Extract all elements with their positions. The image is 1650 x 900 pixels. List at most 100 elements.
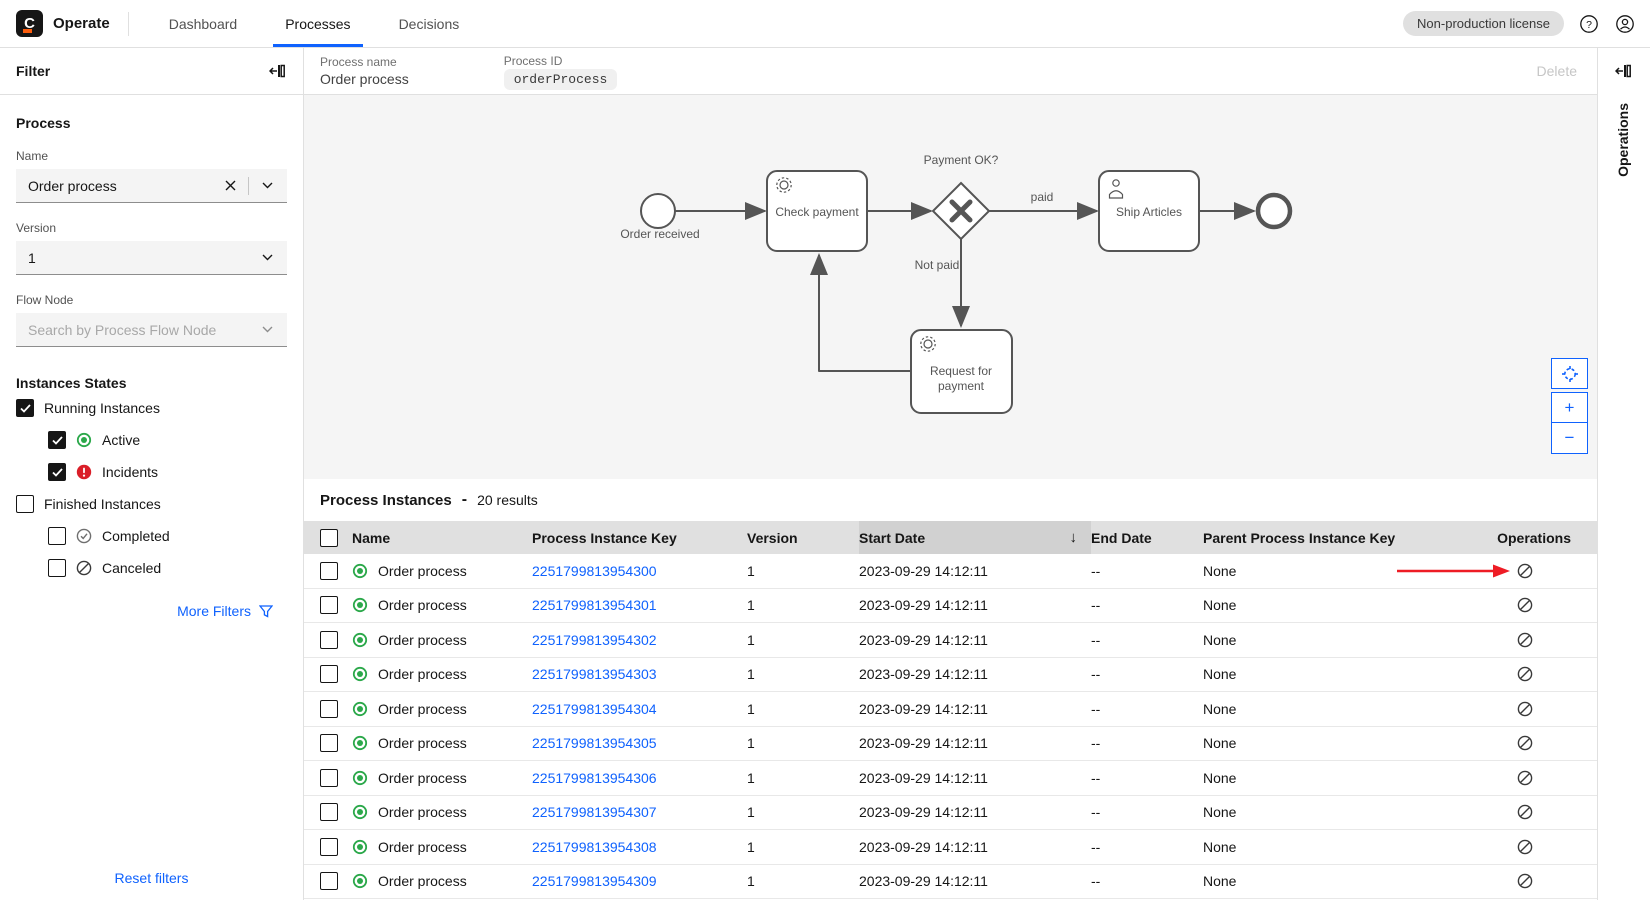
- active-state-icon: [352, 597, 368, 613]
- row-checkbox[interactable]: [320, 872, 338, 890]
- filter-canceled: Canceled: [48, 553, 287, 583]
- help-icon[interactable]: ?: [1578, 13, 1600, 35]
- column-header-key[interactable]: Process Instance Key: [532, 521, 747, 554]
- column-header-name[interactable]: Name: [352, 521, 532, 554]
- chevron-down-icon[interactable]: [259, 250, 275, 266]
- row-checkbox[interactable]: [320, 596, 338, 614]
- select-all-checkbox[interactable]: [320, 529, 338, 547]
- bpmn-diagram-canvas[interactable]: Order received Check payment Payment OK?: [304, 95, 1597, 479]
- version-value: 1: [28, 250, 259, 266]
- delete-button[interactable]: Delete: [1537, 63, 1581, 79]
- canceled-checkbox[interactable]: [48, 559, 66, 577]
- app-brand: C Operate: [0, 0, 128, 47]
- instance-start-date: 2023-09-29 14:12:11: [859, 597, 1091, 613]
- filter-panel-title: Filter: [16, 63, 50, 79]
- running-instances-checkbox[interactable]: [16, 399, 34, 417]
- instance-key-link[interactable]: 2251799813954308: [532, 839, 657, 855]
- tab-processes[interactable]: Processes: [261, 0, 374, 47]
- row-checkbox[interactable]: [320, 734, 338, 752]
- cancel-operation-icon[interactable]: [1517, 597, 1533, 613]
- table-row: Order process 2251799813954308 1 2023-09…: [304, 830, 1597, 865]
- column-header-version[interactable]: Version: [747, 521, 859, 554]
- operations-collapsed-panel: Operations: [1598, 48, 1648, 900]
- zoom-in-button[interactable]: +: [1551, 392, 1588, 423]
- column-header-end-date[interactable]: End Date: [1091, 521, 1203, 554]
- active-state-icon: [352, 632, 368, 648]
- process-name-combobox[interactable]: Order process: [16, 169, 287, 203]
- end-event[interactable]: [1258, 195, 1290, 227]
- row-checkbox[interactable]: [320, 803, 338, 821]
- instance-name: Order process: [378, 735, 467, 751]
- instance-parent-key: None: [1203, 735, 1463, 751]
- row-checkbox[interactable]: [320, 562, 338, 580]
- active-state-icon: [352, 873, 368, 889]
- instance-version: 1: [747, 563, 859, 579]
- column-header-parent-key[interactable]: Parent Process Instance Key: [1203, 521, 1463, 554]
- instance-key-link[interactable]: 2251799813954309: [532, 873, 657, 889]
- active-checkbox[interactable]: [48, 431, 66, 449]
- input-divider: [248, 177, 249, 195]
- reset-filters-button[interactable]: Reset filters: [0, 870, 303, 886]
- instance-end-date: --: [1091, 666, 1203, 682]
- finished-instances-checkbox[interactable]: [16, 495, 34, 513]
- cancel-operation-icon[interactable]: [1517, 632, 1533, 648]
- more-filters-button[interactable]: More Filters: [16, 603, 287, 619]
- instance-key-link[interactable]: 2251799813954306: [532, 770, 657, 786]
- expand-operations-panel-icon[interactable]: [1613, 61, 1633, 81]
- tab-dashboard[interactable]: Dashboard: [145, 0, 262, 47]
- instance-key-link[interactable]: 2251799813954302: [532, 632, 657, 648]
- instance-start-date: 2023-09-29 14:12:11: [859, 632, 1091, 648]
- instance-parent-key: None: [1203, 597, 1463, 613]
- row-checkbox[interactable]: [320, 769, 338, 787]
- sequence-flow-loop: [819, 255, 911, 371]
- instance-key-link[interactable]: 2251799813954305: [532, 735, 657, 751]
- cancel-operation-icon[interactable]: [1517, 563, 1533, 579]
- instance-parent-key: None: [1203, 804, 1463, 820]
- cancel-operation-icon[interactable]: [1517, 735, 1533, 751]
- start-event-order-received[interactable]: [641, 194, 675, 228]
- cancel-operation-icon[interactable]: [1517, 666, 1533, 682]
- start-event-label: Order received: [620, 227, 699, 241]
- reset-view-icon: [1561, 365, 1579, 383]
- chevron-down-icon[interactable]: [259, 322, 275, 338]
- instance-start-date: 2023-09-29 14:12:11: [859, 666, 1091, 682]
- instance-key-link[interactable]: 2251799813954301: [532, 597, 657, 613]
- completed-checkbox[interactable]: [48, 527, 66, 545]
- instance-name: Order process: [378, 632, 467, 648]
- flow-node-field-label: Flow Node: [16, 293, 287, 307]
- row-checkbox[interactable]: [320, 838, 338, 856]
- active-state-icon: [352, 804, 368, 820]
- version-select[interactable]: 1: [16, 241, 287, 275]
- instance-key-link[interactable]: 2251799813954307: [532, 804, 657, 820]
- process-id-chip: orderProcess: [504, 69, 618, 90]
- cancel-operation-icon[interactable]: [1517, 804, 1533, 820]
- table-row: Order process 2251799813954304 1 2023-09…: [304, 692, 1597, 727]
- filter-completed: Completed: [48, 521, 287, 551]
- instance-key-link[interactable]: 2251799813954303: [532, 666, 657, 682]
- instance-end-date: --: [1091, 597, 1203, 613]
- instance-start-date: 2023-09-29 14:12:11: [859, 804, 1091, 820]
- cancel-operation-icon[interactable]: [1517, 701, 1533, 717]
- cancel-operation-icon[interactable]: [1517, 839, 1533, 855]
- cancel-operation-icon[interactable]: [1517, 770, 1533, 786]
- user-icon[interactable]: [1614, 13, 1636, 35]
- row-checkbox[interactable]: [320, 700, 338, 718]
- completed-state-icon: [76, 528, 92, 544]
- row-checkbox[interactable]: [320, 631, 338, 649]
- row-checkbox[interactable]: [320, 665, 338, 683]
- instance-key-link[interactable]: 2251799813954300: [532, 563, 657, 579]
- zoom-out-button[interactable]: −: [1551, 423, 1588, 454]
- clear-selection-icon[interactable]: [222, 178, 238, 194]
- cancel-operation-icon[interactable]: [1517, 873, 1533, 889]
- instance-end-date: --: [1091, 839, 1203, 855]
- flow-node-select[interactable]: Search by Process Flow Node: [16, 313, 287, 347]
- tab-decisions[interactable]: Decisions: [375, 0, 484, 47]
- name-field-label: Name: [16, 149, 287, 163]
- chevron-down-icon[interactable]: [259, 178, 275, 194]
- diagram-reset-view-button[interactable]: [1551, 358, 1588, 389]
- column-header-start-date[interactable]: Start Date ↓: [859, 521, 1091, 554]
- incidents-checkbox[interactable]: [48, 463, 66, 481]
- instance-key-link[interactable]: 2251799813954304: [532, 701, 657, 717]
- instance-name: Order process: [378, 873, 467, 889]
- collapse-filter-panel-icon[interactable]: [267, 61, 287, 81]
